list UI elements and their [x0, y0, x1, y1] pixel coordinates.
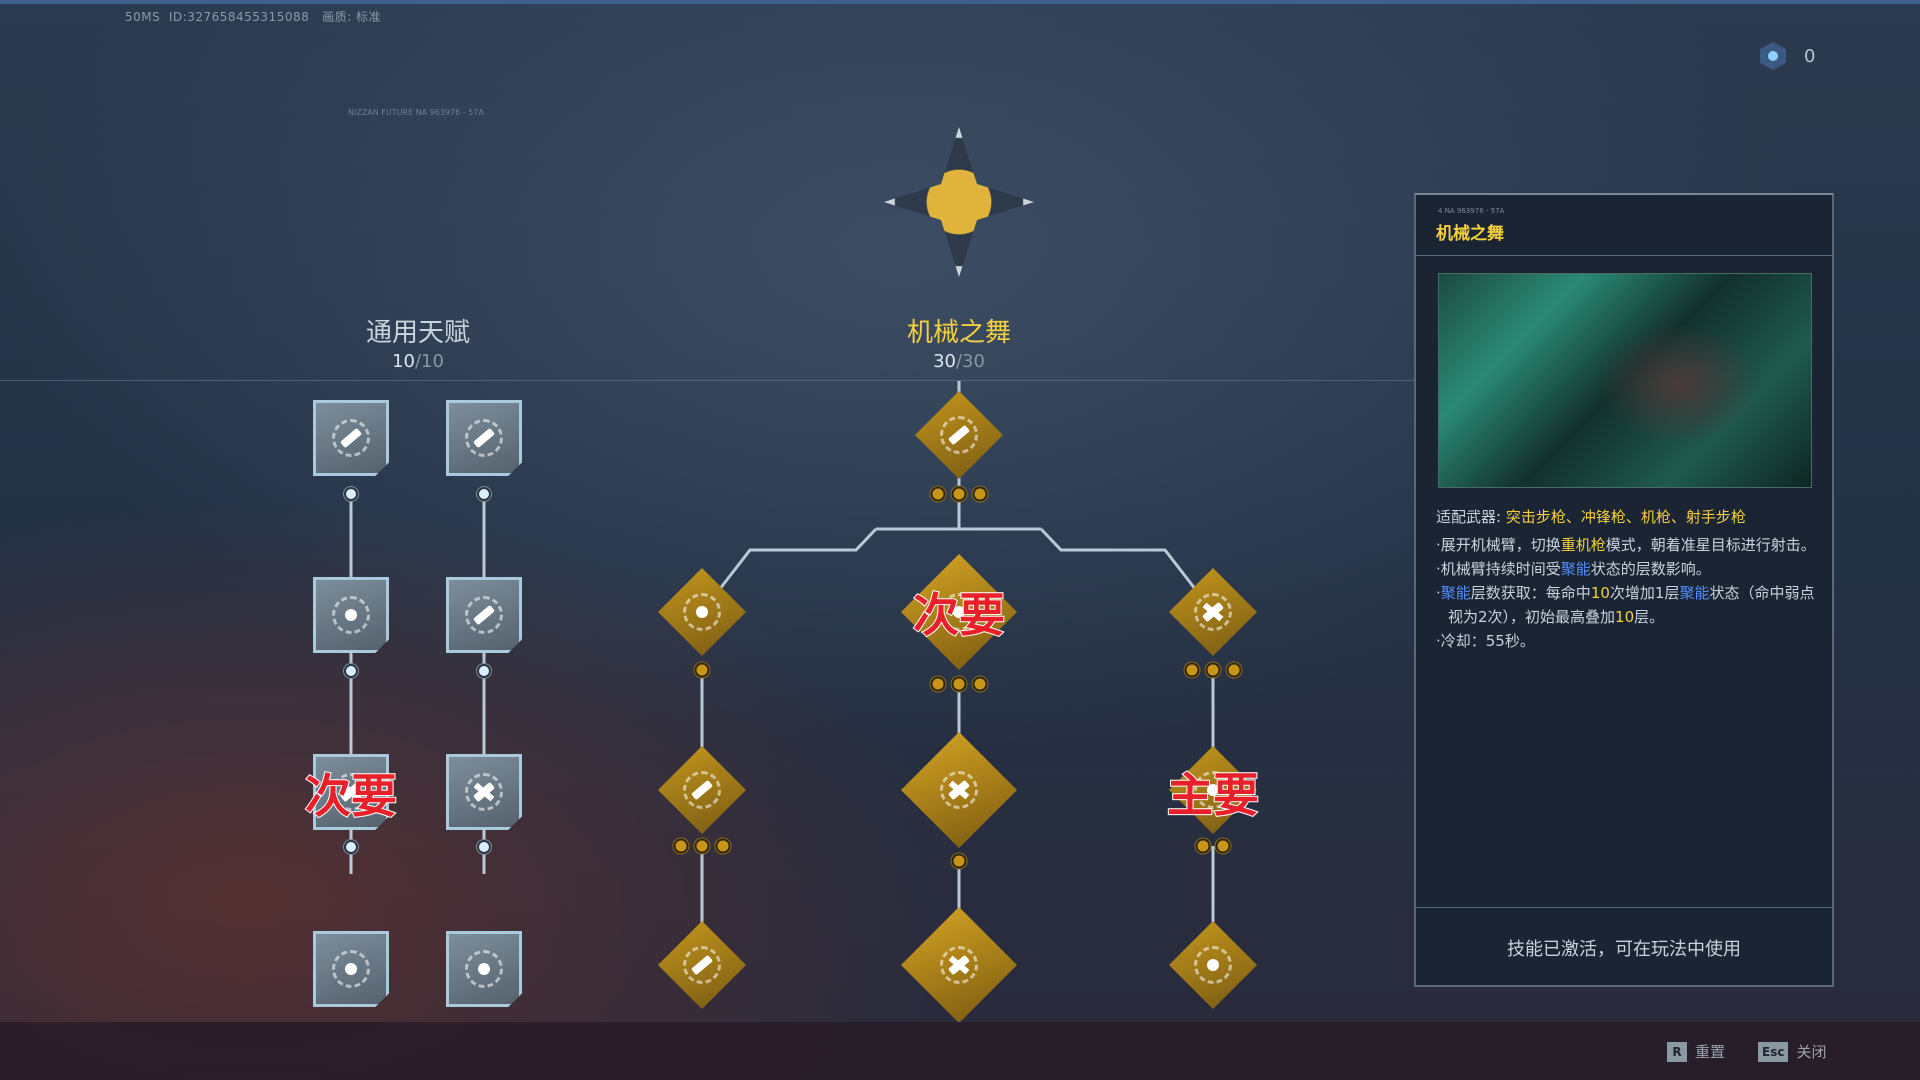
connector [482, 494, 486, 874]
header-divider [0, 380, 1414, 381]
skull-crosshair-icon [332, 596, 370, 634]
level-dot [930, 486, 946, 502]
shield-gun-icon [1194, 771, 1232, 809]
ping: 50MS [125, 10, 161, 24]
panel-title: 机械之舞 [1436, 224, 1504, 244]
bullet-orbit-icon [940, 771, 978, 809]
key-esc: Esc [1758, 1041, 1789, 1062]
divider [1416, 907, 1832, 908]
player-id: ID:327658455315088 [168, 10, 310, 24]
level-dot [694, 838, 710, 854]
heart-plus-icon [465, 950, 503, 988]
skill-tree-title: 机械之舞 [906, 318, 1011, 348]
talent-points: 0 [1760, 42, 1840, 70]
level-dot [1205, 662, 1221, 678]
divider [1416, 255, 1832, 256]
level-dot [951, 486, 967, 502]
secondary-tag: 次要 [912, 587, 1006, 643]
level-dot [673, 838, 689, 854]
gear-crosshair-icon [1194, 946, 1232, 984]
level-dot [477, 487, 491, 501]
talent-node-gear[interactable] [313, 931, 389, 1007]
bullet-orbit-icon [465, 773, 503, 811]
talent-node-skull[interactable] [313, 577, 389, 653]
level-dot [715, 838, 731, 854]
key-r: R [1667, 1041, 1687, 1062]
heavy-gun-icon [683, 771, 721, 809]
level-dot [1195, 838, 1211, 854]
level-dot [1226, 662, 1242, 678]
skill-description: 适配武器: 突击步枪、冲锋枪、机枪、射手步枪 ·展开机械臂，切换重机枪模式，朝着… [1436, 508, 1816, 650]
reset-button[interactable]: R 重置 [1667, 1041, 1725, 1062]
general-tree-title: 通用天赋 [365, 318, 470, 348]
talent-node-gun-burst[interactable] [313, 400, 389, 476]
bullet-burst-icon [465, 419, 503, 457]
talent-node-heart[interactable] [446, 931, 522, 1007]
level-dot [344, 840, 358, 854]
talent-node-bullet-orbit[interactable] [446, 754, 522, 830]
close-button[interactable]: Esc 关闭 [1758, 1041, 1826, 1062]
top-accent-line [0, 0, 1920, 4]
skill-preview-image [1438, 273, 1812, 488]
level-dot [972, 676, 988, 692]
primary-tag: 主要 [1166, 767, 1260, 823]
close-label: 关闭 [1796, 1043, 1827, 1061]
talent-node-bullet-burst[interactable] [446, 400, 522, 476]
panel-code: 4 NA 963976 - 57A [1438, 207, 1505, 215]
level-dot [1215, 838, 1231, 854]
gun-burst-icon [465, 596, 503, 634]
talent-node-orbit[interactable] [313, 754, 389, 830]
skill-detail-panel: 4 NA 963976 - 57A 机械之舞 适配武器: 突击步枪、冲锋枪、机枪… [1414, 193, 1834, 987]
talent-node-gun-burst-2[interactable] [446, 577, 522, 653]
bottom-bar [0, 1022, 1920, 1080]
level-dot [477, 664, 491, 678]
gear-crosshair-icon [332, 950, 370, 988]
spiral-icon [683, 946, 721, 984]
wings-blade-icon [940, 946, 978, 984]
gun-burst-icon [332, 419, 370, 457]
general-tree-count: 10/10 [392, 351, 444, 372]
skill-tree-count: 30/30 [933, 351, 985, 372]
reset-label: 重置 [1695, 1043, 1726, 1061]
talent-point-hex-icon [1760, 42, 1786, 70]
level-dot [344, 487, 358, 501]
orbit-icon [940, 593, 978, 631]
connector [349, 494, 353, 874]
heavy-gun-icon [940, 416, 978, 454]
session-info: 50MS ID:327658455315088 画质: 标准 [125, 8, 381, 25]
level-dot [951, 853, 967, 869]
level-dot [344, 664, 358, 678]
secondary-tag: 次要 [304, 768, 398, 824]
level-dot [951, 676, 967, 692]
decorative-code: NIZZAN FUTURE NA 963976 - 57A [348, 108, 484, 117]
crosshair-icon [683, 593, 721, 631]
level-dot [1184, 662, 1200, 678]
quality: 画质: 标准 [322, 10, 382, 24]
activation-status: 技能已激活，可在玩法中使用 [1507, 939, 1741, 960]
level-dot [930, 676, 946, 692]
orbit-icon [332, 773, 370, 811]
level-dot [477, 840, 491, 854]
level-dot [972, 486, 988, 502]
skill-connectors [700, 381, 1215, 965]
level-dot [694, 662, 710, 678]
slash-gun-icon [1194, 593, 1232, 631]
talent-points-value: 0 [1804, 45, 1816, 67]
